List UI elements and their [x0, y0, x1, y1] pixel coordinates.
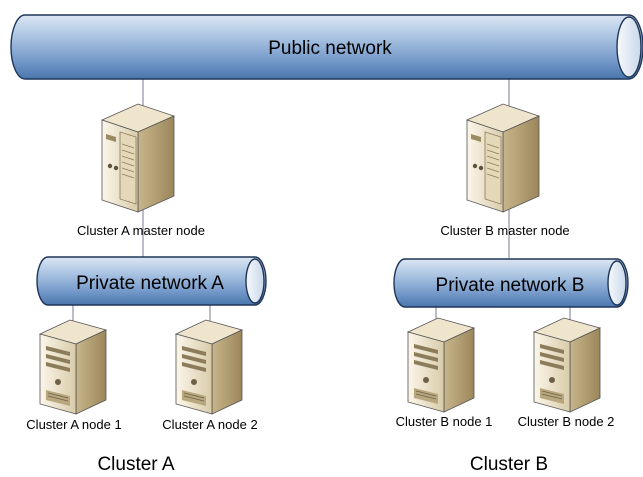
cluster-b-title: Cluster B: [470, 454, 548, 475]
cluster-b: Cluster B master node Private network B …: [393, 103, 629, 475]
server-icon: [407, 317, 475, 413]
private-network-b-label: Private network B: [436, 275, 585, 296]
cluster-a-master-label: Cluster A master node: [77, 223, 205, 238]
cluster-b-node-2-label: Cluster B node 2: [518, 414, 615, 429]
tower-server-icon: [101, 103, 175, 213]
cluster-a-node-2-label: Cluster A node 2: [162, 417, 257, 432]
public-network-label: Public network: [268, 38, 392, 59]
cluster-b-master-label: Cluster B master node: [440, 223, 569, 238]
pipe-end-cap: [616, 16, 642, 78]
server-icon: [39, 319, 107, 415]
cluster-a-node-1-label: Cluster A node 1: [26, 417, 121, 432]
cluster-b-node-1-label: Cluster B node 1: [396, 414, 493, 429]
pipe-end-cap: [607, 260, 627, 306]
private-network-b-pipe: Private network B: [393, 258, 629, 308]
server-icon: [533, 317, 601, 413]
pipe-end-cap: [245, 258, 265, 304]
cluster-a: Cluster A master node Private network A …: [26, 103, 267, 475]
server-icon: [175, 319, 243, 415]
private-network-a-label: Private network A: [76, 273, 224, 294]
cluster-a-title: Cluster A: [97, 454, 174, 475]
tower-server-icon: [466, 103, 540, 213]
public-network-pipe: Public network: [10, 14, 643, 80]
private-network-a-pipe: Private network A: [36, 256, 267, 306]
